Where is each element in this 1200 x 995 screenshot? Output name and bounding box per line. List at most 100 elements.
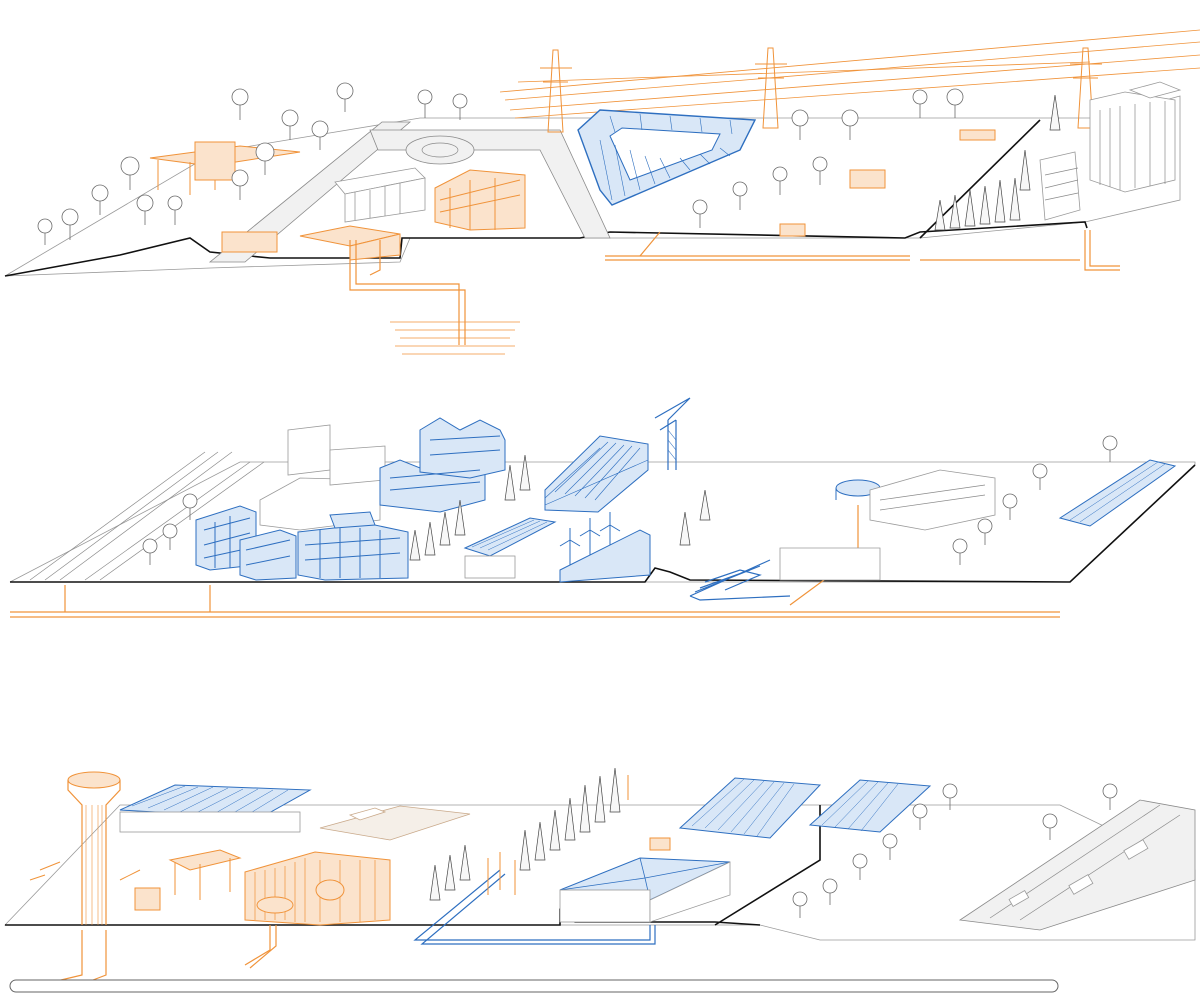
tree-icon — [91, 184, 109, 215]
triangular-stadium — [577, 109, 757, 206]
gabled-buildings — [379, 417, 506, 513]
tree-icon — [882, 833, 898, 860]
orange-posts — [487, 775, 671, 895]
bottom-trees — [792, 783, 1118, 918]
middle-trees — [142, 435, 1118, 565]
top-roundabout — [405, 135, 475, 165]
top-roundabout-center — [421, 142, 459, 158]
city-blocks — [1039, 81, 1182, 221]
middle-layer — [9, 397, 1196, 618]
pine-icon — [594, 775, 606, 823]
top-orange-small-buildings — [779, 129, 996, 237]
power-pylons — [499, 29, 1200, 133]
pine-icon — [1009, 177, 1021, 221]
pine-icon — [424, 521, 436, 556]
wind-turbines — [559, 512, 651, 583]
tree-icon — [1002, 493, 1018, 520]
pyramid-roof-hall — [559, 857, 731, 923]
tree-icon — [912, 89, 928, 118]
timber-frame-building — [434, 169, 526, 231]
tree-icon — [311, 120, 329, 150]
power-plant — [244, 851, 391, 926]
top-ground-profile — [4, 221, 1088, 277]
pine-icon — [1049, 94, 1061, 131]
stadium-hatching — [599, 113, 733, 201]
top-trees — [37, 82, 964, 245]
pine-icon — [444, 854, 456, 891]
tree-icon — [336, 82, 354, 112]
pine-icon — [504, 464, 516, 501]
power-lines — [499, 29, 1200, 119]
pine-icon — [609, 767, 621, 813]
tree-icon — [231, 169, 249, 200]
district-pipe — [10, 585, 1060, 618]
pine-icon — [699, 489, 711, 521]
tree-icon — [791, 109, 809, 140]
tree-icon — [182, 493, 198, 520]
tree-icon — [37, 218, 53, 245]
tree-icon — [452, 93, 468, 120]
tree-icon — [946, 88, 964, 118]
tree-icon — [231, 88, 249, 120]
tree-icon — [417, 89, 433, 118]
solar-greenhouses — [119, 777, 932, 839]
pine-icon — [579, 784, 591, 833]
timber-frames — [134, 849, 242, 911]
pine-icon — [679, 511, 691, 546]
pine-icon — [979, 185, 991, 225]
pine-icon — [994, 179, 1006, 223]
top-pines — [934, 94, 1061, 231]
cars — [1008, 839, 1149, 908]
solar-roofs — [463, 459, 1177, 579]
middle-ground-profile — [10, 464, 1196, 583]
tree-icon — [792, 891, 808, 918]
tree-icon — [912, 803, 928, 830]
tree-icon — [142, 538, 158, 565]
rail-tracks — [29, 451, 265, 581]
tree-icon — [952, 538, 968, 565]
pine-icon — [409, 529, 421, 561]
tree-icon — [1032, 463, 1048, 490]
pine-icon — [429, 864, 441, 901]
top-layer — [4, 29, 1200, 355]
pylon-icon — [540, 49, 572, 133]
pine-icon — [549, 809, 561, 851]
water-pipes — [349, 230, 1120, 345]
pine-icon — [519, 454, 531, 491]
top-road-curve — [369, 129, 611, 239]
tree-icon — [136, 194, 154, 225]
tree-icon — [812, 156, 828, 185]
tree-icon — [692, 199, 708, 228]
middle-pines — [409, 454, 711, 561]
waterbody — [390, 321, 520, 355]
tree-icon — [977, 518, 993, 545]
orange-low-buildings — [221, 225, 401, 261]
pine-icon — [459, 844, 471, 881]
pine-icon — [519, 829, 531, 871]
tree-icon — [732, 181, 748, 210]
tree-icon — [1102, 783, 1118, 810]
grey-warehouse — [334, 167, 426, 223]
tree-icon — [822, 878, 838, 905]
tree-icon — [61, 208, 79, 240]
pine-icon — [454, 499, 466, 536]
pine-icon — [564, 797, 576, 841]
bottom-layer — [4, 767, 1196, 993]
pipes — [29, 861, 277, 969]
tree-icon — [942, 783, 958, 810]
tree-icon — [281, 109, 299, 140]
water-tower — [39, 771, 121, 986]
pine-icon — [439, 511, 451, 546]
tree-icon — [167, 195, 183, 225]
pine-icon — [934, 199, 946, 231]
tree-icon — [1102, 435, 1118, 462]
bottom-pines — [429, 767, 621, 901]
crane — [654, 397, 691, 470]
loop-pipe — [413, 869, 656, 945]
tree-icon — [162, 523, 178, 550]
greenhouse-hall — [544, 435, 649, 513]
tree-icon — [841, 109, 859, 140]
tree-icon — [852, 853, 868, 880]
geothermal-loop — [689, 559, 791, 601]
